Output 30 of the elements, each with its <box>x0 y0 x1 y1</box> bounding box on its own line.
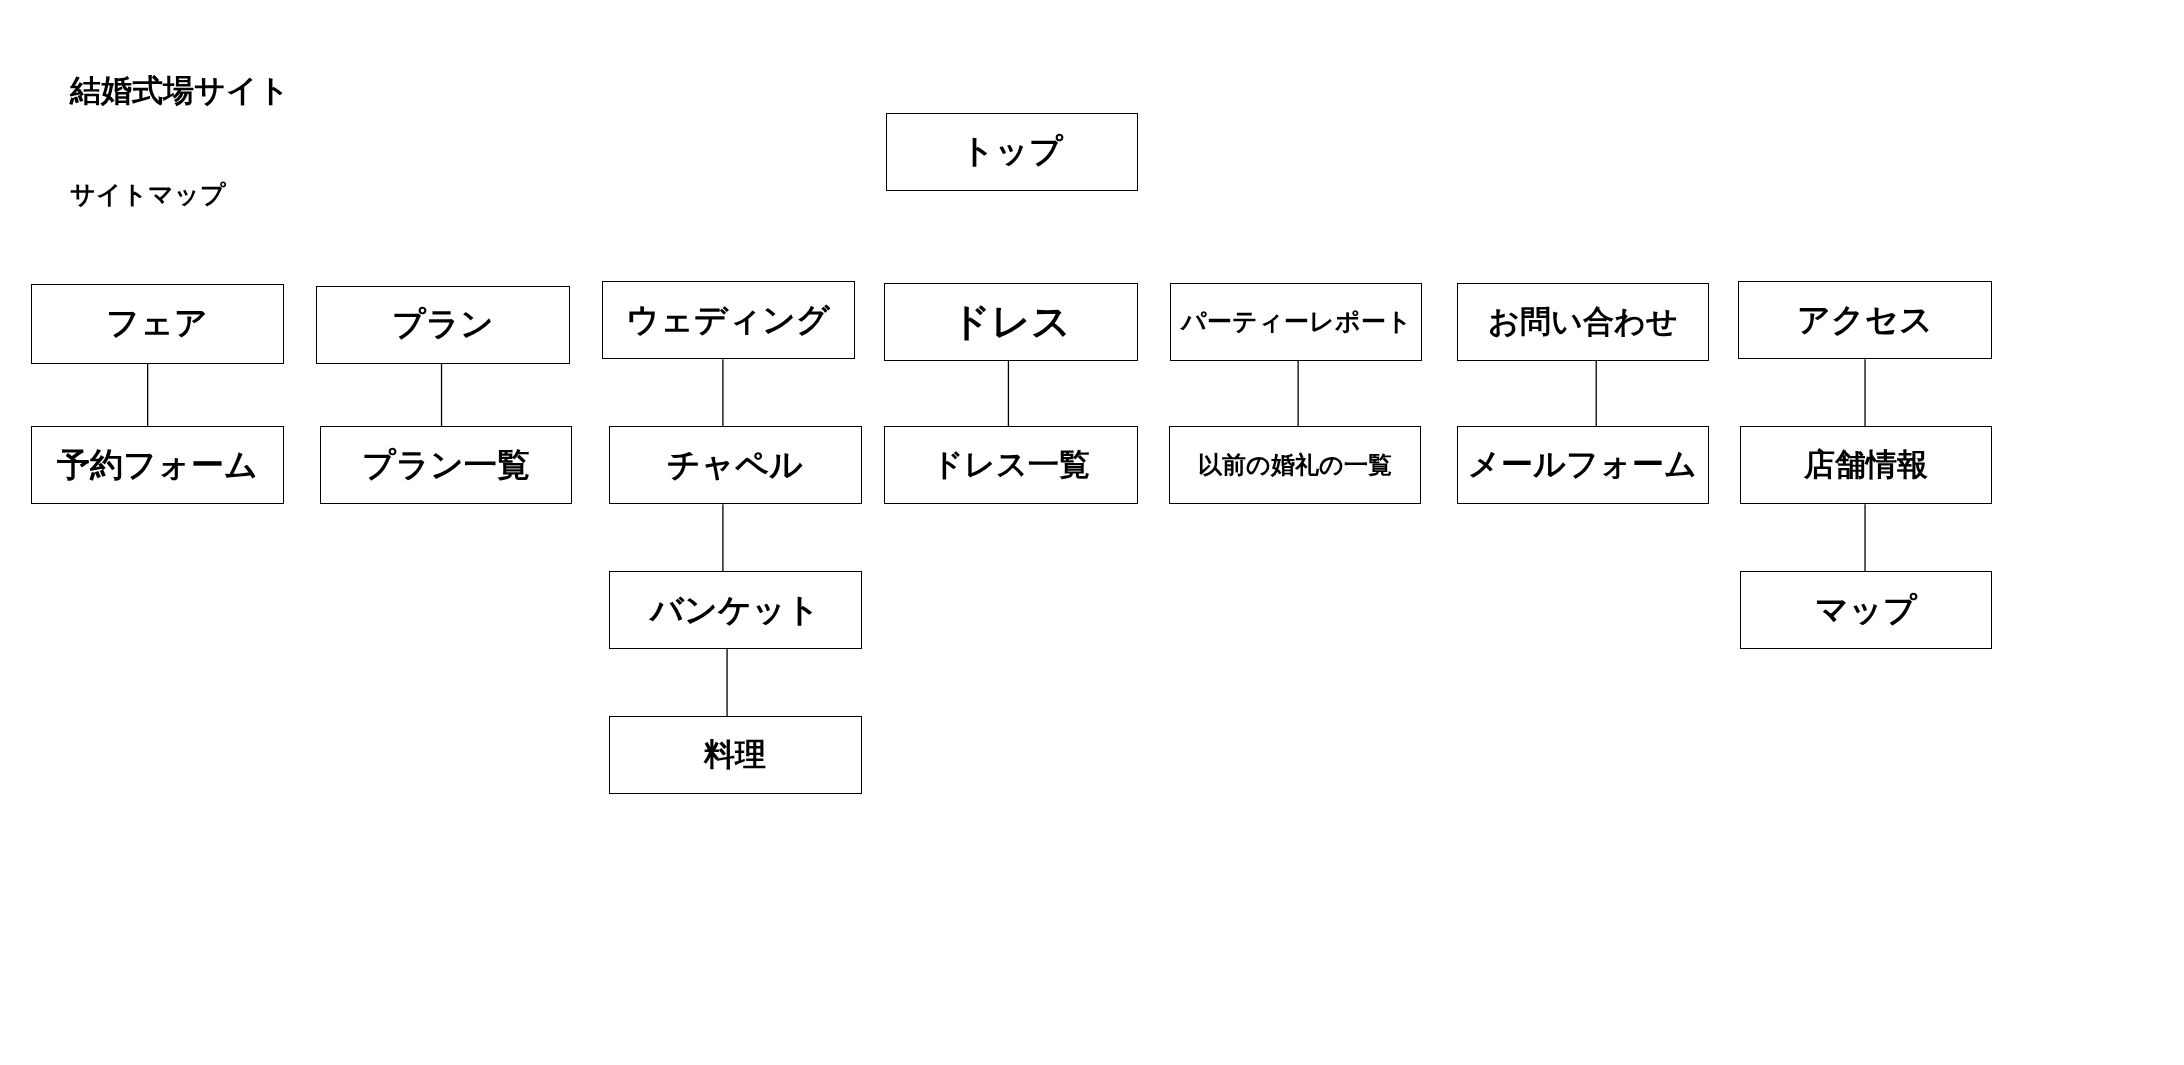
page-box: パーティーレポート <box>1170 282 1423 361</box>
connector-line <box>722 358 724 427</box>
page-box: プラン <box>316 285 570 364</box>
page-box: プラン一覧 <box>320 426 573 505</box>
connector-line <box>722 503 724 572</box>
page-box: ドレス一覧 <box>884 426 1138 505</box>
connector-line <box>1007 360 1010 427</box>
connector-line <box>1595 360 1597 427</box>
connector-line <box>440 362 443 427</box>
page-box: 予約フォーム <box>30 426 285 505</box>
connector-line <box>1297 360 1299 427</box>
page-box: フェア <box>30 284 285 364</box>
page-box: アクセス <box>1738 281 1992 360</box>
connector-line <box>726 648 728 717</box>
page-box: トップ <box>885 112 1138 191</box>
page-box: ドレス <box>884 282 1138 361</box>
page-box: 店舗情報 <box>1739 426 1992 505</box>
page-box: バンケット <box>608 571 863 650</box>
connector-line <box>1864 358 1866 427</box>
page-box: 以前の婚礼の一覧 <box>1168 426 1421 505</box>
subtitle: サイトマップ <box>69 179 226 212</box>
page-box: メールフォーム <box>1456 426 1709 505</box>
page-box: マップ <box>1739 571 1992 650</box>
page-title: 結婚式場サイト <box>69 71 290 110</box>
connector-line <box>147 362 149 427</box>
page-box: お問い合わせ <box>1456 282 1709 361</box>
page-box: 料理 <box>608 715 863 794</box>
page-box: ウェディング <box>601 281 856 360</box>
connector-line <box>1864 503 1866 572</box>
page-box: チャペル <box>608 426 863 505</box>
